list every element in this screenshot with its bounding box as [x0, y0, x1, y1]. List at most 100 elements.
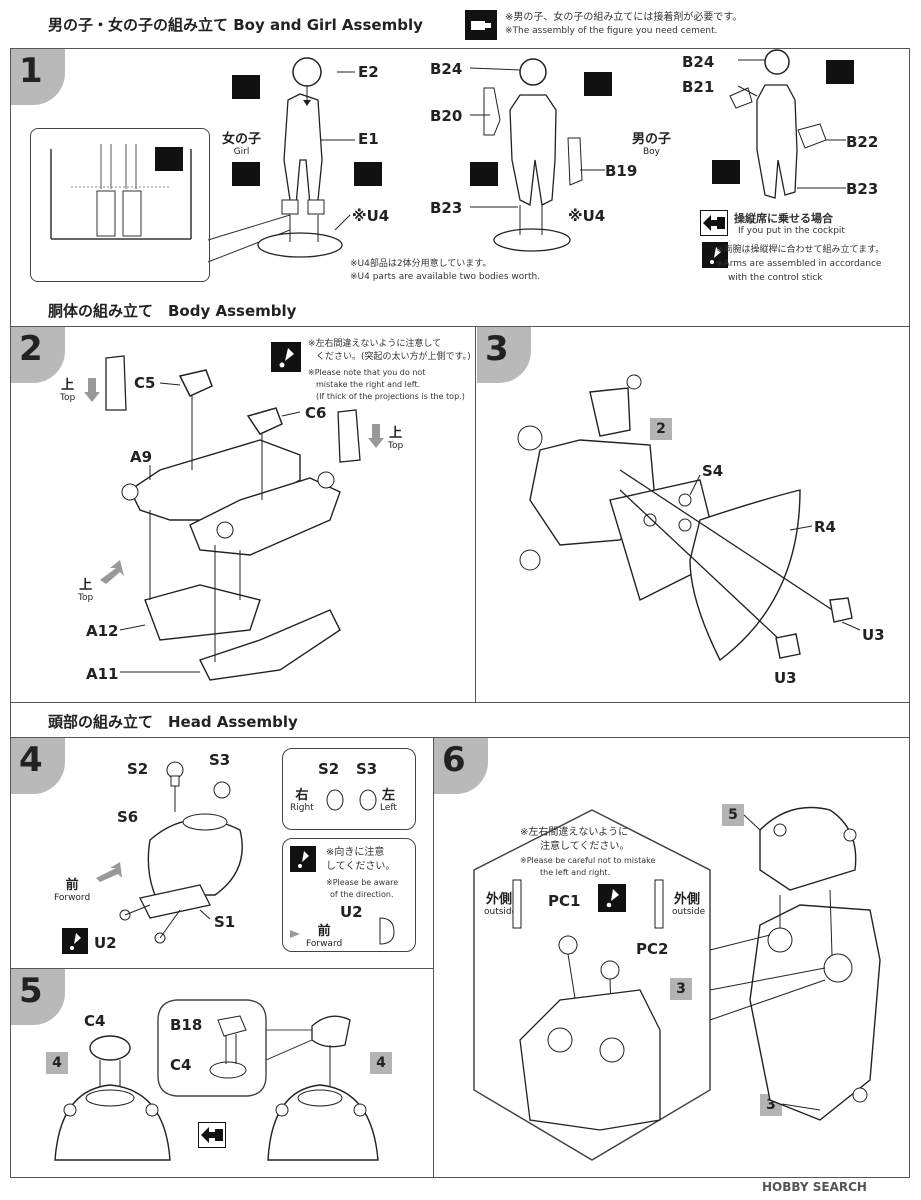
header-note-jp: ※男の子、女の子の組み立てには接着剤が必要です。 [505, 12, 743, 23]
divider [10, 326, 910, 327]
arms-note-en: with the control stick [728, 273, 823, 283]
cement-icon [584, 72, 612, 96]
cockpit-note-jp: 操縦席に乗せる場合 [734, 212, 833, 225]
part-label-b22: B22 [846, 133, 879, 151]
caution-icon [62, 928, 88, 954]
divider [10, 1177, 910, 1178]
part-label-s2: S2 [318, 760, 340, 778]
part-label-b23: B23 [430, 199, 463, 217]
cement-icon [155, 147, 183, 171]
step6-note: the left and right. [540, 868, 611, 877]
step-badge: 1 [11, 49, 65, 105]
section-title-head: 頭部の組み立て Head Assembly [48, 713, 298, 731]
divider [475, 326, 476, 702]
part-label-u3: U3 [862, 626, 885, 644]
arms-note-jp: ※両腕は操縦桿に合わせて組み立てます。 [716, 245, 885, 255]
part-label-c6: C6 [305, 404, 327, 422]
part-label-u4: ※U4 [568, 207, 606, 225]
direction-note: ※向きに注意 [326, 847, 385, 858]
step6-note: 注意してください。 [540, 841, 630, 852]
cement-icon [465, 10, 497, 40]
part-label-s6: S6 [117, 808, 139, 826]
part-label-s3: S3 [356, 760, 378, 778]
part-label-s1: S1 [214, 913, 236, 931]
divider [10, 737, 910, 738]
part-label-a9: A9 [130, 448, 153, 466]
section-title-boy-girl: 男の子・女の子の組み立て Boy and Girl Assembly [48, 16, 423, 34]
left-right-inset [282, 748, 416, 830]
direction-note: ※Please be aware [326, 878, 399, 887]
part-label-s4: S4 [702, 462, 724, 480]
part-label-u3: U3 [774, 669, 797, 687]
direction-note: してください。 [326, 861, 396, 872]
cement-icon [470, 162, 498, 186]
step2-note: ください。(突起の太い方が上側です。) [316, 352, 471, 362]
part-label-b20: B20 [430, 107, 463, 125]
step-ref-badge: 5 [722, 804, 744, 826]
caution-icon [271, 342, 301, 372]
cockpit-note-en: If you put in the cockpit [738, 226, 845, 236]
part-label-b23: B23 [846, 180, 879, 198]
step2-note: ※左右間違えないように注意して [308, 339, 442, 349]
step6-note: ※Please be careful not to mistake [520, 856, 656, 865]
part-label-a12: A12 [86, 622, 119, 640]
divider [10, 968, 433, 969]
part-label-e1: E1 [358, 130, 379, 148]
step2-note: (If thick of the projections is the top.… [316, 392, 465, 401]
part-label-pc2: PC2 [636, 940, 669, 958]
part-label-b24: B24 [430, 60, 463, 78]
part-label-u2: U2 [340, 903, 363, 921]
part-label-b18: B18 [170, 1016, 203, 1034]
divider [10, 702, 910, 703]
part-label-b24: B24 [682, 53, 715, 71]
section-title-body: 胴体の組み立て Body Assembly [48, 302, 297, 320]
step6-note: ※左右間違えないように [520, 827, 629, 838]
cement-icon [232, 75, 260, 99]
caution-icon [598, 884, 626, 912]
cement-icon [712, 160, 740, 184]
part-label-u4: ※U4 [352, 207, 390, 225]
step-ref-badge: 3 [670, 978, 692, 1000]
part-label-pc1: PC1 [548, 892, 581, 910]
step2-note: mistake the right and left. [316, 380, 421, 389]
swap-arrow-icon [198, 1122, 226, 1148]
detail-inset [30, 128, 210, 282]
header-note-en: ※The assembly of the figure you need cem… [505, 26, 718, 36]
watermark: HOBBY SEARCH [762, 1180, 867, 1194]
part-label-s3: S3 [209, 751, 231, 769]
cement-icon [826, 60, 854, 84]
divider [10, 48, 11, 1178]
part-label-s2: S2 [127, 760, 149, 778]
caution-icon [702, 242, 728, 268]
step-ref-badge: 2 [650, 418, 672, 440]
step2-note: ※Please note that you do not [308, 368, 426, 377]
part-label-c5: C5 [134, 374, 156, 392]
divider [433, 737, 434, 1177]
part-label-c4: C4 [84, 1012, 106, 1030]
cement-icon [354, 162, 382, 186]
divider [909, 48, 910, 1178]
part-label-b19: B19 [605, 162, 638, 180]
caution-icon [290, 846, 316, 872]
u4-note-jp: ※U4部品は2体分用意しています。 [350, 259, 492, 269]
direction-note: of the direction. [330, 890, 394, 899]
u4-note-en: ※U4 parts are available two bodies worth… [350, 272, 541, 282]
divider [10, 48, 910, 49]
arms-note-en: ※Arms are assembled in accordance [716, 259, 882, 269]
step-ref-badge: 4 [46, 1052, 68, 1074]
